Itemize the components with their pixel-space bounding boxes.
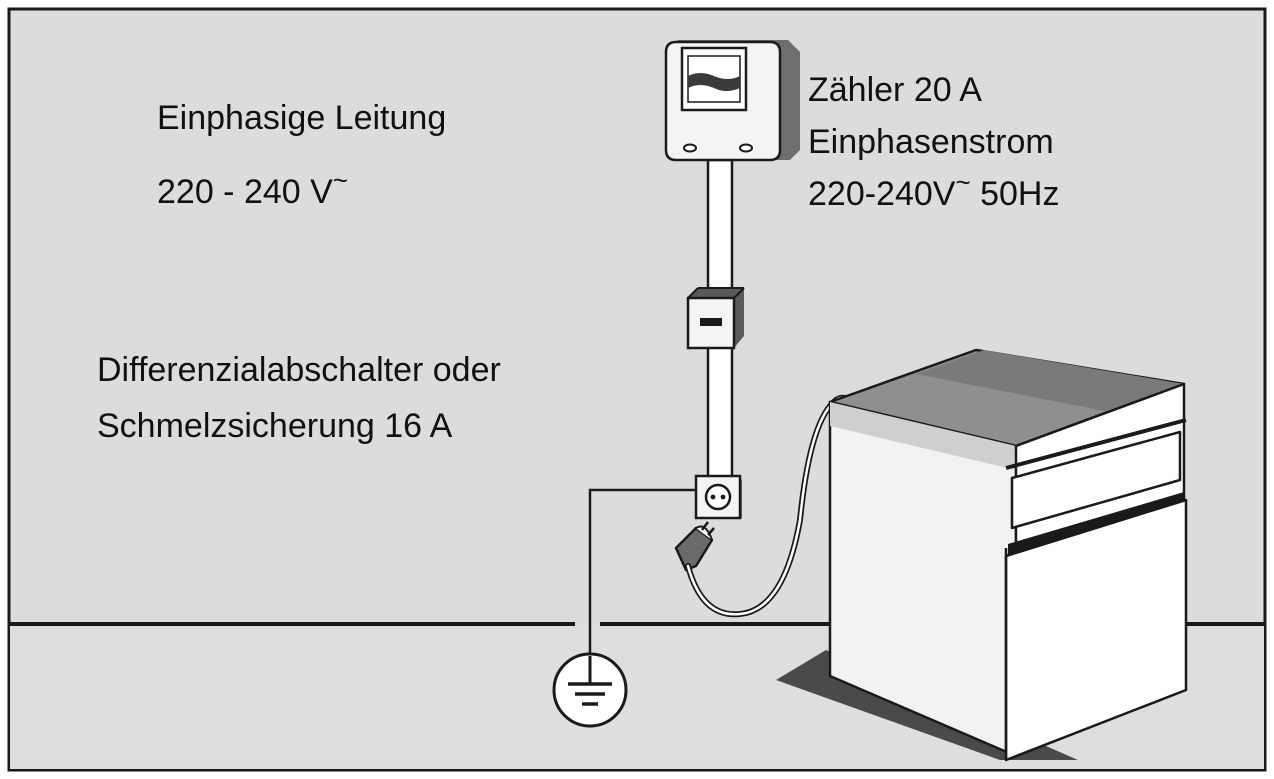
oven-icon [776, 348, 1188, 762]
electric-meter-icon [664, 40, 800, 162]
breaker-type-text: Differenzialabschalter oder [97, 351, 501, 389]
power-plug-icon [674, 521, 715, 572]
ground-wire [588, 488, 708, 660]
meter-voltage-line: 220-240V~ 50Hz [808, 167, 1060, 222]
meter-rating-text: Zähler 20 A [808, 71, 982, 109]
meter-voltage-text: 220-240V [808, 175, 956, 213]
line-type-text: Einphasige Leitung [157, 99, 447, 137]
meter-label: Zähler 20 A Einphasenstrom 220-240V~ 50H… [808, 64, 1059, 222]
meter-phase-text: Einphasenstrom [808, 123, 1054, 161]
line-voltage-label: 220 - 240 V~ [157, 165, 348, 212]
meter-ac-symbol: ~ [955, 167, 971, 197]
line-type-label: Einphasige Leitung [157, 98, 446, 138]
circuit-breaker-icon [686, 287, 745, 350]
line-voltage-text: 220 - 240 V [157, 173, 333, 211]
ground-symbol-icon [552, 652, 628, 728]
meter-frequency-text: 50Hz [970, 175, 1060, 213]
breaker-label: Differenzialabschalter oder Schmelzsiche… [97, 342, 501, 454]
ac-symbol: ~ [332, 165, 348, 195]
fuse-rating-text: Schmelzsicherung 16 A [97, 407, 453, 445]
wall-socket-icon [694, 474, 742, 520]
